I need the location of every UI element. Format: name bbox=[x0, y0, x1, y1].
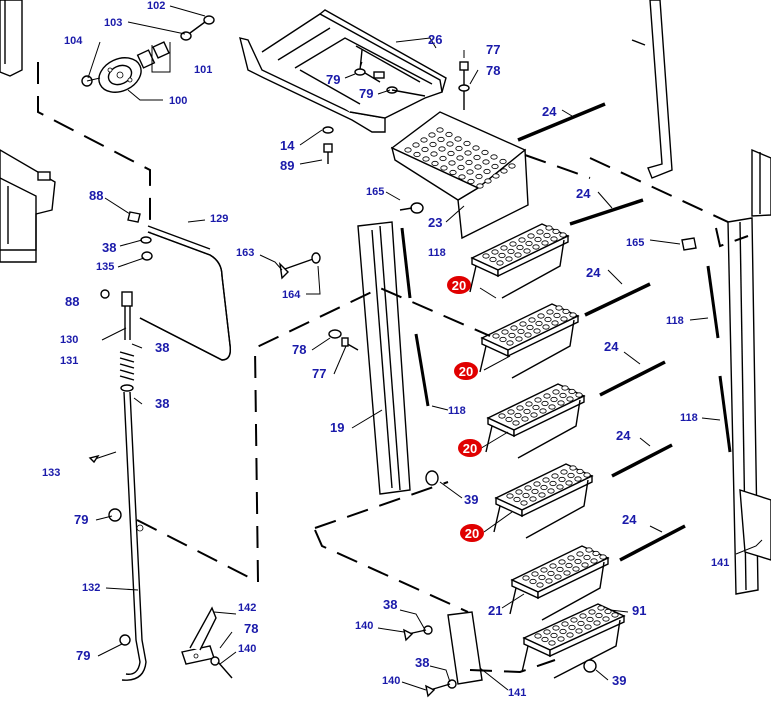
label-141-a: 141 bbox=[508, 687, 526, 699]
label-26: 26 bbox=[428, 32, 442, 47]
handrail-post-132 bbox=[88, 291, 147, 681]
label-135: 135 bbox=[96, 261, 114, 273]
label-79-a: 79 bbox=[326, 72, 340, 87]
top-tread bbox=[390, 111, 529, 240]
label-19: 19 bbox=[330, 420, 344, 435]
label-140-a: 140 bbox=[238, 643, 256, 655]
step-20-1 bbox=[469, 223, 570, 299]
step-21 bbox=[509, 545, 610, 621]
label-38-e: 38 bbox=[415, 655, 429, 670]
label-79-c: 79 bbox=[74, 512, 88, 527]
label-118-c: 118 bbox=[448, 405, 466, 417]
step-20-4 bbox=[493, 463, 594, 539]
svg-text:20: 20 bbox=[459, 364, 473, 379]
label-132: 132 bbox=[82, 582, 100, 594]
plate-141-right bbox=[739, 489, 771, 561]
label-88-b: 88 bbox=[65, 294, 79, 309]
label-88-a: 88 bbox=[89, 188, 103, 203]
label-24-c: 24 bbox=[586, 265, 601, 280]
label-130: 130 bbox=[60, 334, 78, 346]
label-102: 102 bbox=[147, 0, 165, 12]
label-38-b: 38 bbox=[155, 340, 169, 355]
top-platform-frame bbox=[239, 9, 447, 133]
label-140-b: 140 bbox=[355, 620, 373, 632]
label-141-b: 141 bbox=[711, 557, 729, 569]
svg-text:20: 20 bbox=[452, 278, 466, 293]
label-24-b: 24 bbox=[576, 186, 591, 201]
pulley-leaders bbox=[87, 5, 206, 101]
label-24-a: 24 bbox=[542, 104, 557, 119]
pulley-assembly bbox=[81, 15, 215, 93]
side-stringer-left bbox=[357, 221, 411, 495]
label-165-a: 165 bbox=[366, 186, 384, 198]
label-39-b: 39 bbox=[612, 673, 626, 688]
label-129: 129 bbox=[210, 213, 228, 225]
step-20-3 bbox=[485, 383, 586, 459]
left-edge-bracket-top bbox=[0, 0, 23, 77]
label-89: 89 bbox=[280, 158, 294, 173]
label-38-a: 38 bbox=[102, 240, 116, 255]
svg-text:20: 20 bbox=[465, 526, 479, 541]
label-77-b: 77 bbox=[312, 366, 326, 381]
label-78-c: 78 bbox=[244, 621, 258, 636]
label-133: 133 bbox=[42, 467, 60, 479]
assembly-dash-lines bbox=[37, 62, 749, 674]
label-140-c: 140 bbox=[382, 675, 400, 687]
label-91: 91 bbox=[632, 603, 646, 618]
label-21: 21 bbox=[488, 603, 502, 618]
label-142: 142 bbox=[238, 602, 256, 614]
rail-bars-118 bbox=[400, 227, 732, 453]
label-101: 101 bbox=[194, 64, 212, 76]
label-39-a: 39 bbox=[464, 492, 478, 507]
step-badges: 20 20 20 20 bbox=[447, 276, 484, 542]
label-77-a: 77 bbox=[486, 42, 500, 57]
label-164: 164 bbox=[282, 289, 301, 301]
rail-bars-24 bbox=[517, 102, 686, 562]
label-24-e: 24 bbox=[616, 428, 631, 443]
step-20-2 bbox=[479, 303, 580, 379]
part-labels: 102 103 104 101 100 26 79 79 14 89 77 78… bbox=[42, 0, 729, 699]
step-91 bbox=[521, 603, 626, 679]
plate-141-bottom bbox=[447, 611, 483, 685]
label-100: 100 bbox=[169, 95, 187, 107]
badge-20-2: 20 bbox=[454, 362, 478, 380]
label-118-d: 118 bbox=[680, 412, 698, 424]
label-131: 131 bbox=[60, 355, 78, 367]
badge-20-1: 20 bbox=[447, 276, 471, 294]
label-118-b: 118 bbox=[666, 315, 684, 327]
svg-text:20: 20 bbox=[463, 441, 477, 456]
label-78-b: 78 bbox=[292, 342, 306, 357]
label-78-a: 78 bbox=[486, 63, 500, 78]
label-38-d: 38 bbox=[383, 597, 397, 612]
handrail-129 bbox=[139, 225, 232, 361]
badge-20-4: 20 bbox=[460, 524, 484, 542]
label-163: 163 bbox=[236, 247, 254, 259]
spring-131 bbox=[119, 351, 135, 381]
label-24-d: 24 bbox=[604, 339, 619, 354]
label-23: 23 bbox=[428, 215, 442, 230]
step-treads bbox=[469, 223, 626, 679]
fasteners bbox=[100, 61, 697, 698]
leader-lines bbox=[95, 37, 763, 691]
badge-20-3: 20 bbox=[458, 439, 482, 457]
label-14: 14 bbox=[280, 138, 295, 153]
bracket-142 bbox=[181, 606, 233, 679]
label-165-b: 165 bbox=[626, 237, 644, 249]
label-24-f: 24 bbox=[622, 512, 637, 527]
label-38-c: 38 bbox=[155, 396, 169, 411]
label-118-a: 118 bbox=[428, 247, 446, 259]
label-79-d: 79 bbox=[76, 648, 90, 663]
left-edge-bracket-mid bbox=[0, 149, 56, 263]
label-79-b: 79 bbox=[359, 86, 373, 101]
label-103: 103 bbox=[104, 17, 122, 29]
label-104: 104 bbox=[64, 35, 83, 47]
